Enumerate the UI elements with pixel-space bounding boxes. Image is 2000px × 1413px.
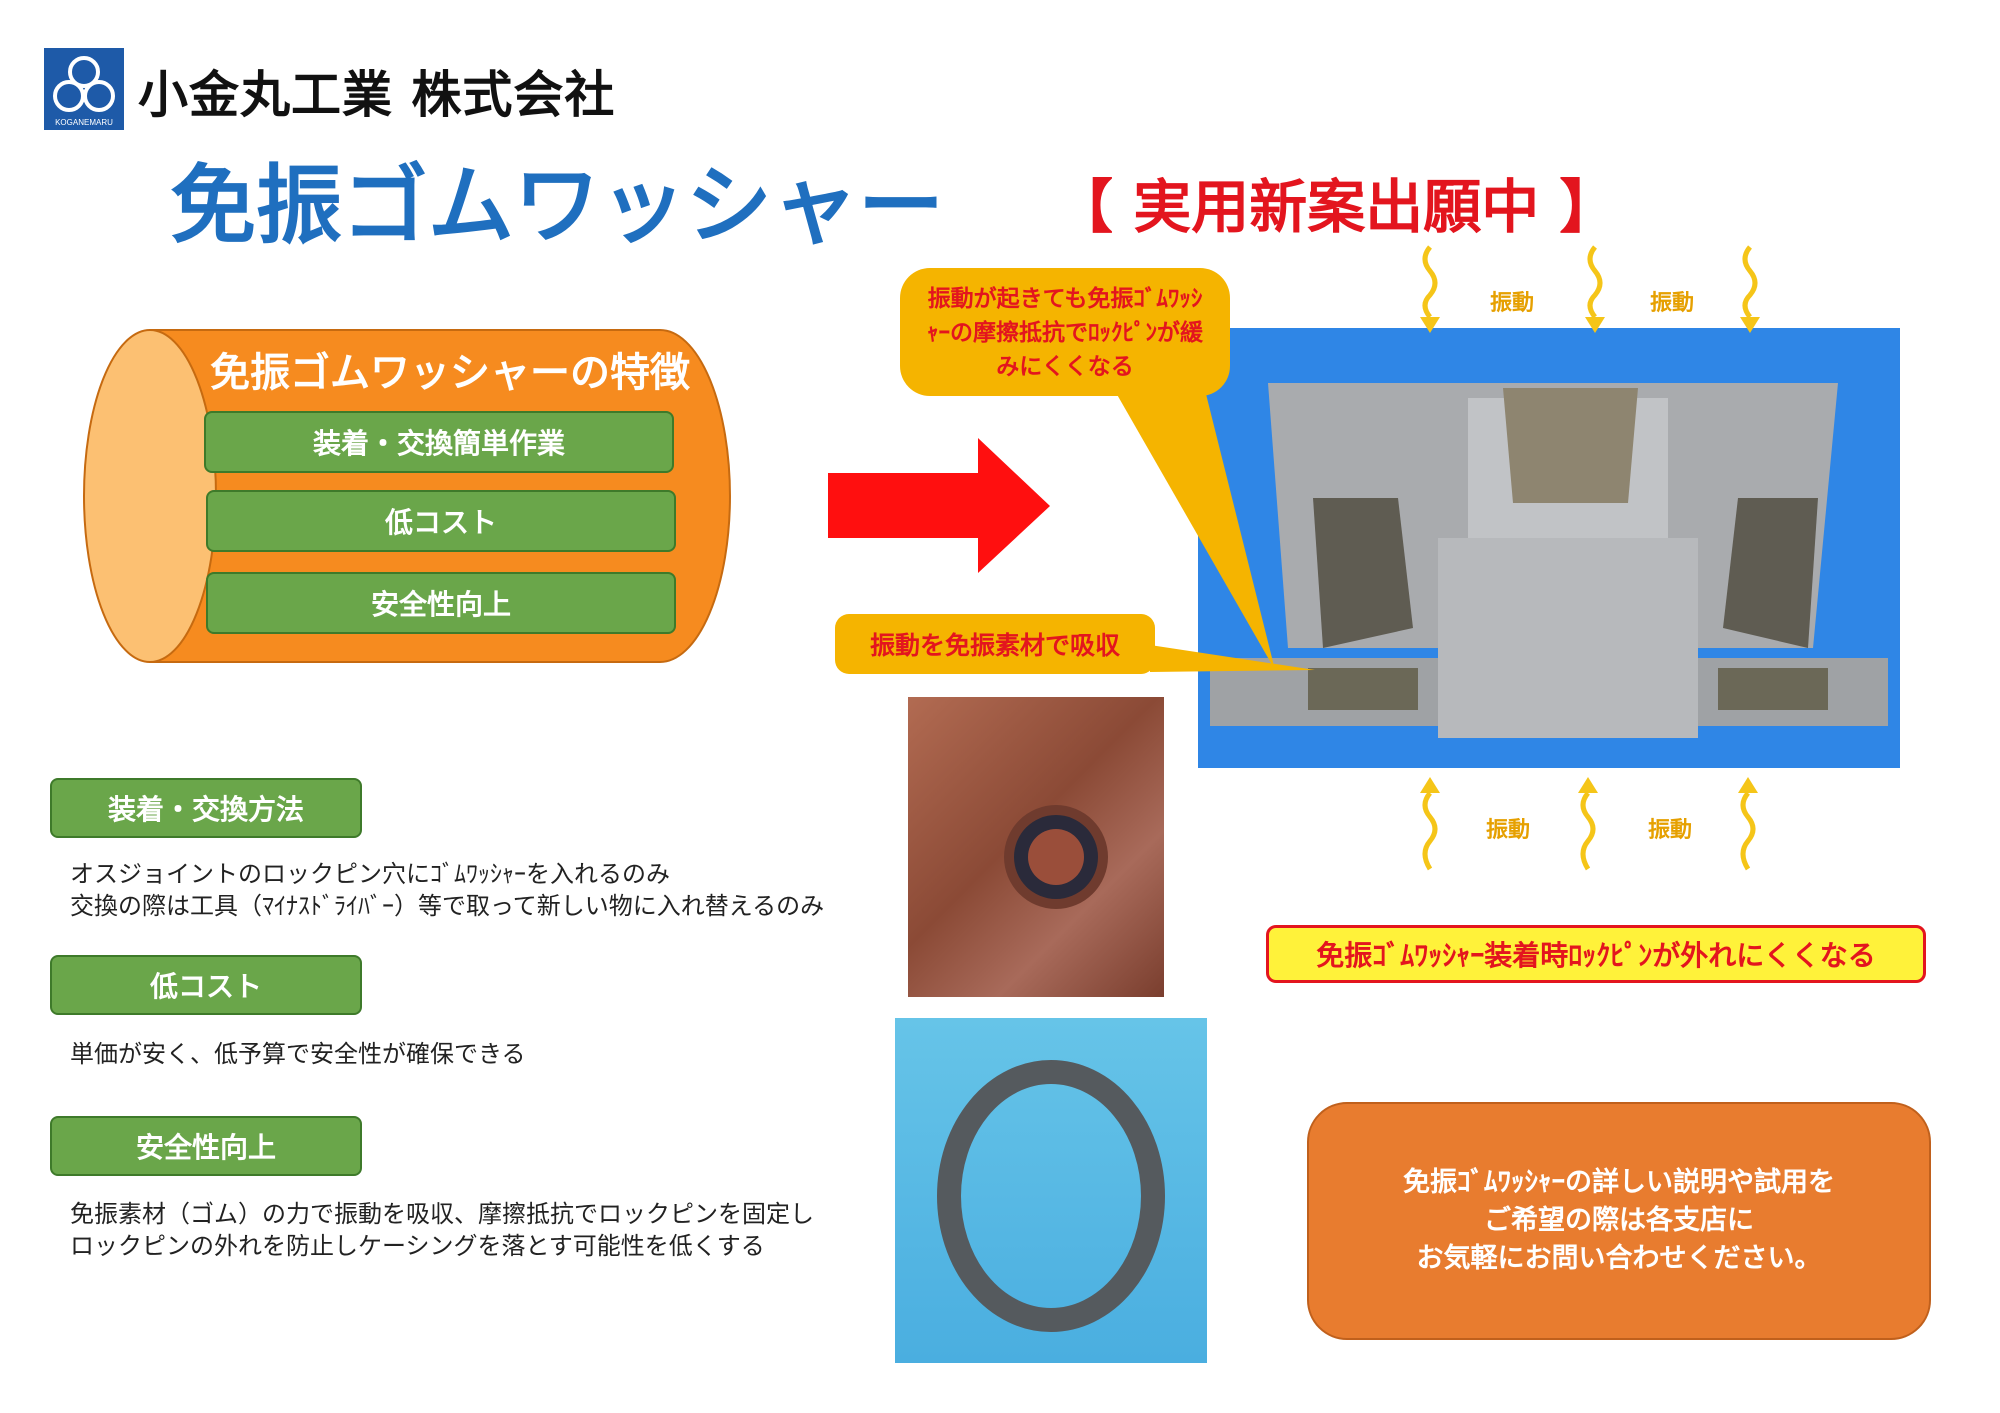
contact-line-3: お気軽にお問い合わせください。	[1416, 1243, 1822, 1274]
patent-status: 【 実用新案出願中 】	[1055, 173, 1618, 241]
feature-item-safety: 安全性向上	[206, 572, 676, 634]
absorb-callout-tail	[1150, 640, 1320, 684]
cross-section-photo	[1198, 328, 1900, 768]
vibration-arrows-bottom-icon	[1420, 777, 1758, 871]
feature-item-cost: 低コスト	[206, 490, 676, 552]
section-heading-cost: 低コスト	[50, 955, 362, 1015]
callout-tail	[1040, 330, 1280, 714]
installed-washer-photo	[908, 697, 1164, 997]
company-logo: KOGANEMARU	[44, 48, 124, 130]
page-title: 免振ゴムワッシャー	[170, 156, 944, 256]
vibration-label-bottom-2: 振動	[1648, 818, 1693, 843]
friction-callout: 振動が起きても免振ｺﾞﾑﾜｯｼｬｰの摩擦抵抗でﾛｯｸﾋﾟﾝが緩みにくくなる	[900, 268, 1230, 396]
absorb-callout: 振動を免振素材で吸収	[835, 614, 1155, 674]
vibration-label-top-1: 振動	[1490, 291, 1535, 316]
contact-line-1: 免振ｺﾞﾑﾜｯｼｬｰの詳しい説明や試用を	[1403, 1167, 1835, 1198]
vibration-label-top-2: 振動	[1650, 291, 1695, 316]
result-banner: 免振ｺﾞﾑﾜｯｼｬｰ装着時ﾛｯｸﾋﾟﾝが外れにくくなる	[1266, 925, 1926, 983]
section-text-install-1: オスジョイントのロックピン穴にｺﾞﾑﾜｯｼｬｰを入れるのみ	[70, 860, 670, 888]
feature-item-easy: 装着・交換簡単作業	[204, 411, 674, 473]
section-text-safety-2: ロックピンの外れを防止しケーシングを落とす可能性を低くする	[70, 1232, 765, 1260]
vibration-arrows-top-icon	[1420, 245, 1760, 333]
three-circles-logo-icon: KOGANEMARU	[53, 56, 115, 127]
company-name: 小金丸工業 株式会社	[138, 65, 616, 124]
features-title: 免振ゴムワッシャーの特徴	[210, 350, 690, 396]
svg-text:KOGANEMARU: KOGANEMARU	[55, 118, 113, 127]
contact-line-2: ご希望の際は各支店に	[1484, 1205, 1754, 1236]
vibration-label-bottom-1: 振動	[1486, 818, 1531, 843]
section-heading-install: 装着・交換方法	[50, 778, 362, 838]
section-heading-safety: 安全性向上	[50, 1116, 362, 1176]
rubber-washer-photo	[895, 1018, 1207, 1363]
red-arrow-icon	[828, 438, 1053, 577]
section-text-install-2: 交換の際は工具（ﾏｲﾅｽﾄﾞﾗｲﾊﾞｰ）等で取って新しい物に入れ替えるのみ	[70, 892, 825, 920]
section-text-safety-1: 免振素材（ゴム）の力で振動を吸収、摩擦抵抗でロックピンを固定し	[70, 1200, 814, 1228]
contact-box: 免振ｺﾞﾑﾜｯｼｬｰの詳しい説明や試用を ご希望の際は各支店に お気軽にお問い合…	[1307, 1102, 1931, 1340]
section-text-cost-1: 単価が安く、低予算で安全性が確保できる	[70, 1040, 526, 1068]
